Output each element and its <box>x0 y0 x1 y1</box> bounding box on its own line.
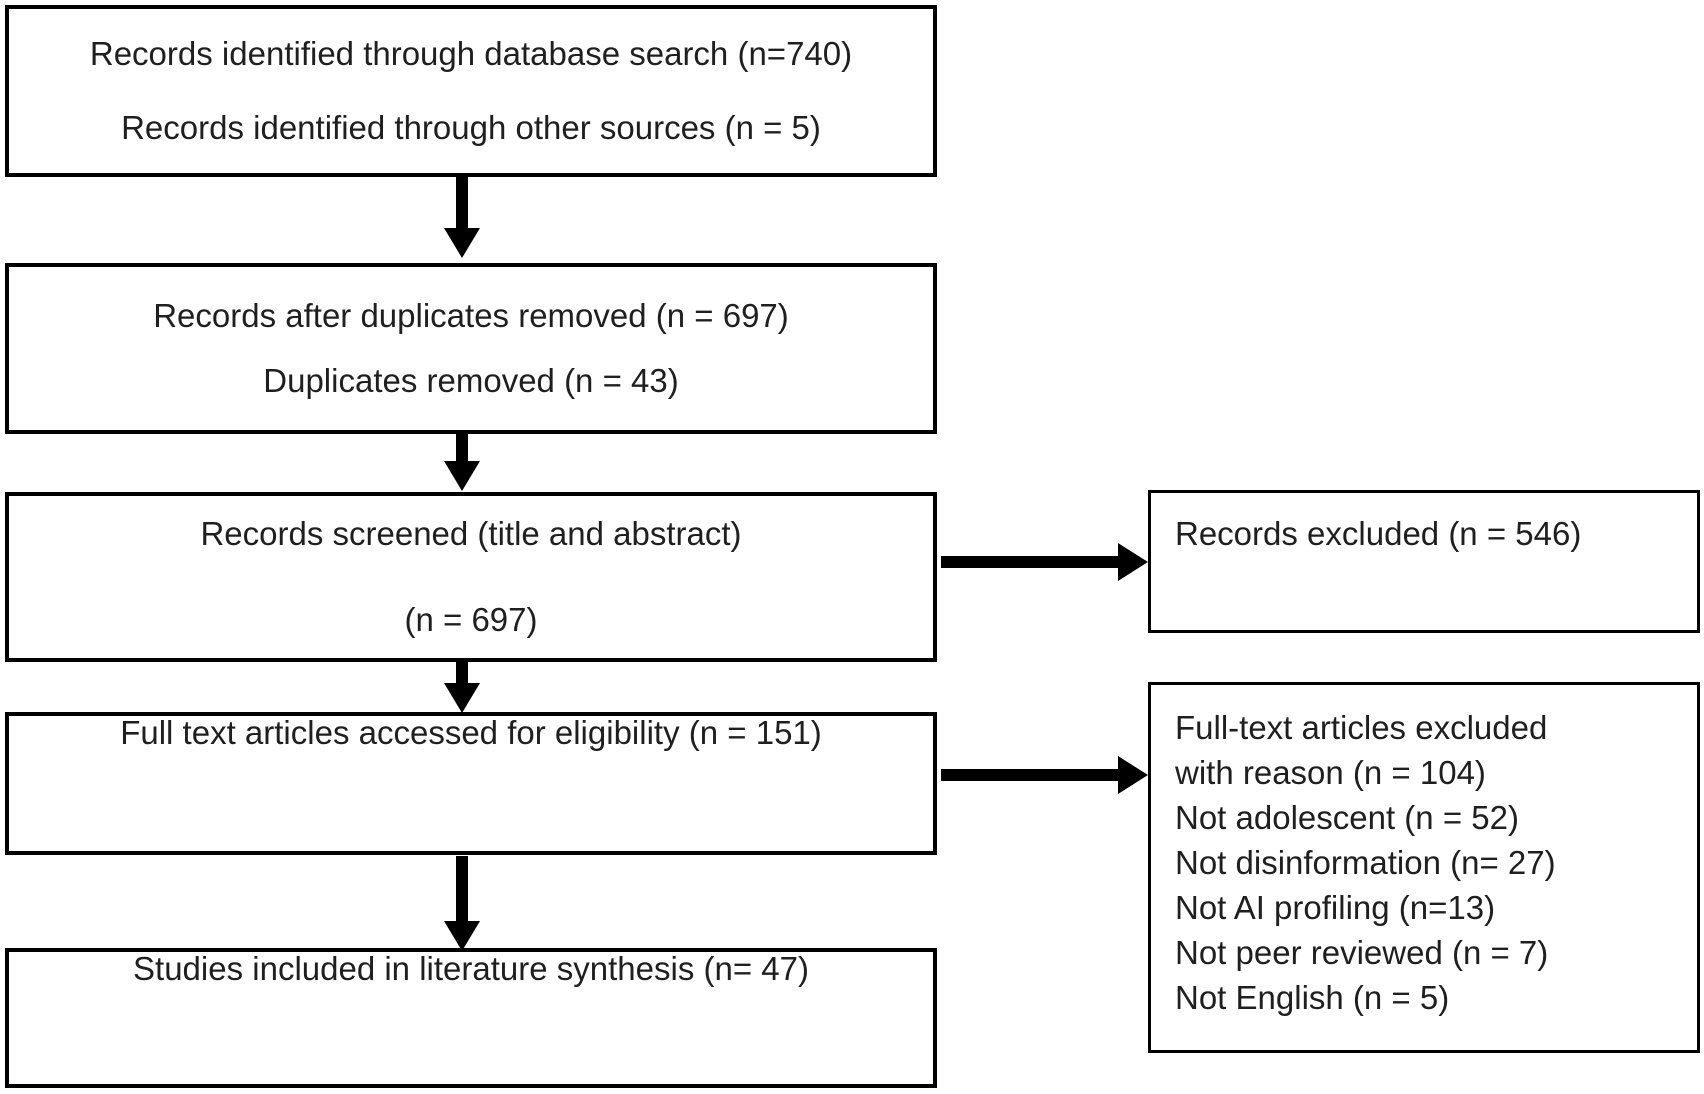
box-fulltext-excluded-reasons: Full-text articles excluded with reason … <box>1148 682 1700 1053</box>
box-records-identified: Records identified through database sear… <box>5 5 937 177</box>
arrow-down-deduplication-to-screening <box>444 434 480 491</box>
box-text-line: with reason (n = 104) <box>1175 754 1486 791</box>
arrow-down-icon <box>444 461 480 491</box>
arrow-right-eligibility-to-fulltext-excluded <box>941 756 1148 794</box>
box-text-line: Records excluded (n = 546) <box>1175 515 1582 552</box>
arrow-shaft <box>941 769 1118 781</box>
arrow-down-screening-to-eligibility <box>444 662 480 713</box>
box-text-line: Records identified through database sear… <box>89 35 853 72</box>
arrow-shaft <box>456 662 468 683</box>
arrow-down-icon <box>444 921 480 951</box>
arrow-down-eligibility-to-included <box>444 856 480 951</box>
box-text-line: Duplicates removed (n = 43) <box>263 362 679 399</box>
box-text-line: Not disinformation (n= 27) <box>1175 844 1556 881</box>
box-text-line: Records screened (title and abstract) <box>200 515 742 552</box>
box-text-line: Full text articles accessed for eligibil… <box>120 714 822 751</box>
arrow-shaft <box>941 556 1118 568</box>
box-text-line: Not peer reviewed (n = 7) <box>1175 934 1549 971</box>
arrow-shaft <box>456 856 468 921</box>
box-text-line: Studies included in literature synthesis… <box>133 950 809 987</box>
box-records-screened: Records screened (title and abstract) (n… <box>5 492 937 662</box>
box-text-line: Records after duplicates removed (n = 69… <box>153 297 789 334</box>
arrow-right-icon <box>1118 756 1148 794</box>
box-studies-included: Studies included in literature synthesis… <box>5 948 937 1088</box>
box-fulltext-assessed: Full text articles accessed for eligibil… <box>5 712 937 855</box>
box-records-excluded: Records excluded (n = 546) <box>1148 490 1700 633</box>
box-text-line: Records identified through other sources… <box>121 109 821 146</box>
arrow-down-identification-to-deduplication <box>444 177 480 258</box>
box-text-line: Not English (n = 5) <box>1175 979 1450 1016</box>
arrow-shaft <box>456 434 468 461</box>
arrow-right-screening-to-excluded <box>941 543 1148 581</box>
box-text-line: Full-text articles excluded <box>1175 709 1548 746</box>
box-text-line: Not AI profiling (n=13) <box>1175 889 1496 926</box>
arrow-down-icon <box>444 228 480 258</box>
box-text-line: (n = 697) <box>404 601 538 638</box>
box-text-line: Not adolescent (n = 52) <box>1175 799 1519 836</box>
arrow-right-icon <box>1118 543 1148 581</box>
arrow-shaft <box>456 177 468 228</box>
arrow-down-icon <box>444 683 480 713</box>
box-duplicates-removed: Records after duplicates removed (n = 69… <box>5 263 937 434</box>
